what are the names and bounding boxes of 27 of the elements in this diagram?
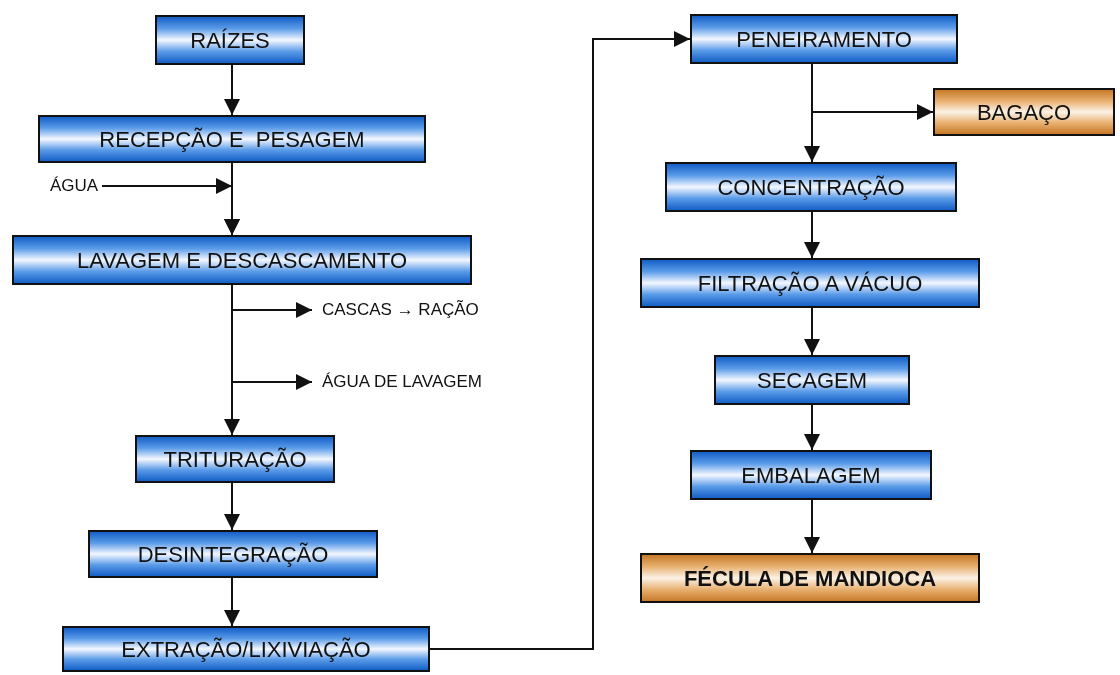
arrow: [224, 64, 240, 116]
process-box: FÉCULA DE MANDIOCA: [640, 553, 980, 603]
process-box: BAGAÇO: [933, 88, 1115, 136]
arrow: [224, 284, 240, 436]
process-box: TRITURAÇÃO: [135, 435, 335, 483]
process-box: DESINTEGRAÇÃO: [88, 530, 378, 578]
arrow: [804, 63, 820, 163]
arrow: [429, 31, 691, 650]
process-box: EXTRAÇÃO/LIXIVIAÇÃO: [62, 626, 430, 672]
flow-label: CASCAS → RAÇÃO: [312, 297, 522, 323]
arrow: [804, 499, 820, 554]
arrow: [101, 178, 240, 236]
process-box: CONCENTRAÇÃO: [665, 162, 957, 212]
process-box: RECEPÇÃO E PESAGEM: [38, 115, 426, 163]
process-box: LAVAGEM E DESCASCAMENTO: [12, 235, 472, 285]
flow-label: ÁGUA: [50, 174, 102, 198]
process-box: EMBALAGEM: [690, 450, 932, 500]
process-box: RAÍZES: [155, 15, 305, 65]
arrow: [804, 307, 820, 356]
arrow: [224, 577, 240, 627]
flow-label: ÁGUA DE LAVAGEM: [312, 369, 532, 395]
arrow: [804, 404, 820, 451]
process-box: PENEIRAMENTO: [690, 14, 958, 64]
process-box: SECAGEM: [714, 355, 910, 405]
process-box: FILTRAÇÃO A VÁCUO: [640, 258, 980, 308]
arrow: [224, 482, 240, 531]
arrow: [804, 211, 820, 259]
